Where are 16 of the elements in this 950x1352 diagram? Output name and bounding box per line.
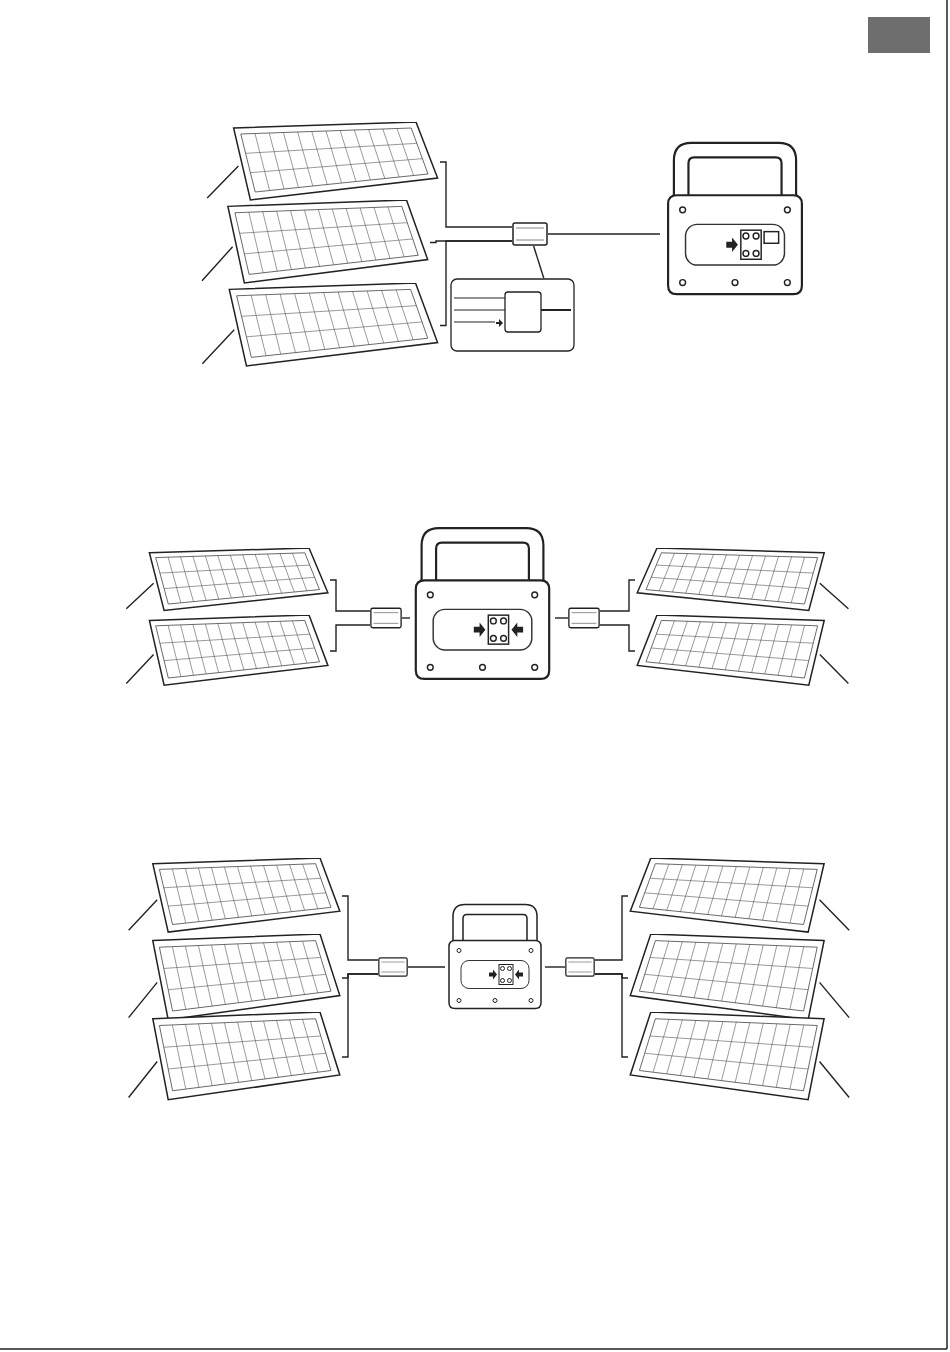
cable	[544, 966, 566, 968]
cable	[329, 624, 371, 652]
cable	[341, 895, 379, 961]
cable	[439, 240, 513, 327]
leader-line	[532, 245, 545, 279]
cable	[401, 617, 411, 619]
cable	[407, 966, 446, 968]
cable	[554, 617, 569, 619]
cable	[341, 973, 379, 1058]
cable	[594, 973, 629, 1058]
cable	[594, 895, 629, 961]
cable	[599, 624, 636, 652]
cable	[329, 579, 371, 612]
cable	[599, 579, 636, 612]
cable	[439, 161, 513, 228]
cable	[547, 233, 661, 235]
